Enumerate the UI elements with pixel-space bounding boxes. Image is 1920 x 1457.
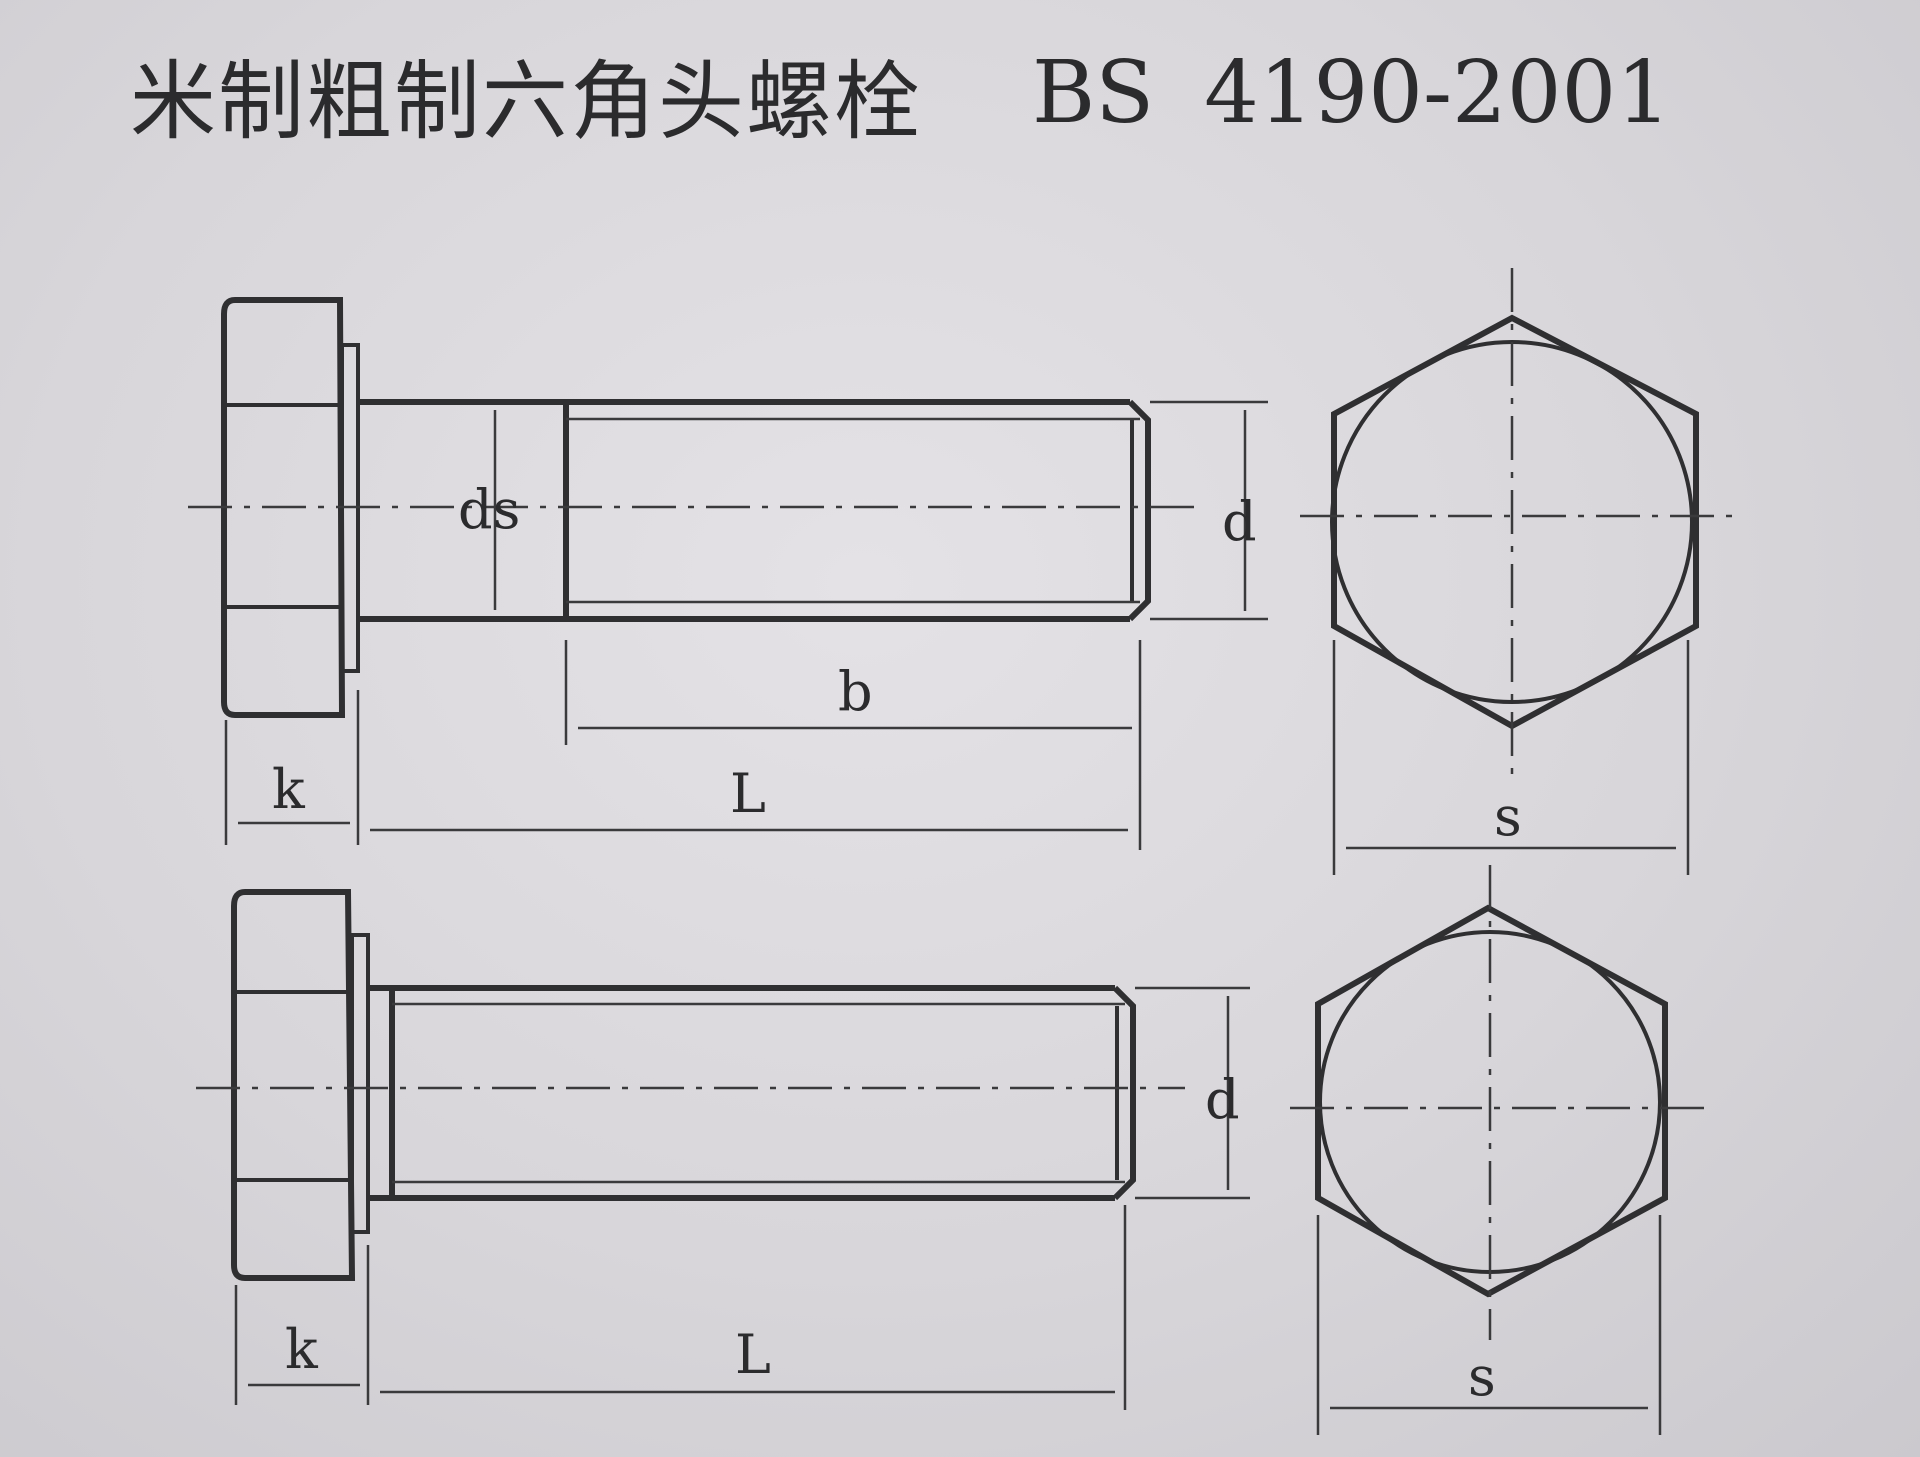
label-s: s: [1494, 785, 1522, 848]
label-k: k: [285, 1318, 319, 1381]
label-b: b: [838, 660, 873, 723]
bolt-end-chamfer: [1127, 399, 1151, 622]
washer-face: [350, 933, 370, 1234]
bolt-side-view-top: ds d b k L: [188, 297, 1268, 850]
label-k: k: [272, 758, 306, 821]
hexagon-outline: [1331, 314, 1699, 730]
standard-designation: BS 4190-2001: [1032, 43, 1671, 143]
standard-code: BS: [1032, 43, 1155, 143]
title-chinese: 米制粗制六角头螺栓: [130, 51, 922, 152]
label-L: L: [735, 1323, 771, 1386]
bolt-end-chamfer: [1112, 985, 1136, 1201]
label-L: L: [730, 762, 766, 825]
label-d: d: [1205, 1068, 1240, 1131]
label-ds: ds: [458, 478, 520, 541]
bolt-head-bottom: [231, 889, 356, 1281]
standard-number: 4190-2001: [1204, 43, 1671, 143]
bolt-head-top: [221, 297, 346, 718]
title-row: 米制粗制六角头螺栓 BS 4190-2001: [130, 38, 1671, 152]
bolt-end-view-top: s: [1300, 268, 1735, 875]
label-d: d: [1222, 490, 1257, 553]
bolt-end-view-bottom: s: [1290, 865, 1708, 1435]
label-s: s: [1468, 1345, 1496, 1408]
bolt-side-view-bottom: d k L: [196, 889, 1250, 1410]
hexagon-outline: [1315, 904, 1668, 1298]
